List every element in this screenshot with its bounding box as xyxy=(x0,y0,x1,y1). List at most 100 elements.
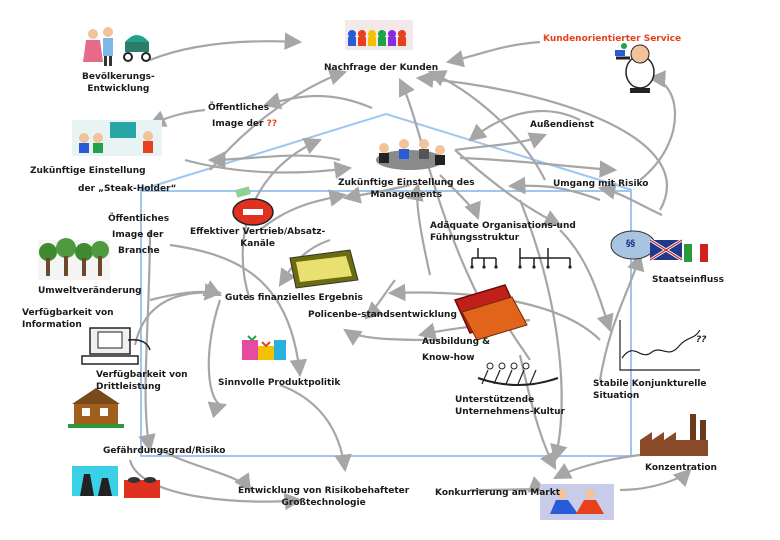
label-branche-line2: Image der xyxy=(112,230,164,240)
label-konzentration: Konzentration xyxy=(645,463,717,473)
label-finanzielles-ergebnis: Gutes finanzielles Ergebnis xyxy=(225,293,363,303)
label-kundenorientierter-service: Kundenorientierter Service xyxy=(543,34,682,44)
label-paragraph-sign: §§ xyxy=(626,239,635,249)
label-mgmt-line1: Zukünftige Einstellung des xyxy=(338,178,475,188)
pawns-icon xyxy=(345,20,413,50)
label-ausbildung-line1: Ausbildung & xyxy=(422,337,491,347)
label-oeffentliches-image-2: Image der ?? xyxy=(212,118,277,130)
power-plant-icon xyxy=(72,466,160,498)
label-ausbildung-line2: Know-how xyxy=(422,353,475,363)
label-steak-line2: der „Steak-Holder“ xyxy=(78,184,177,194)
label-produktpolitik: Sinnvolle Produktpolitik xyxy=(218,378,341,388)
arrow xyxy=(559,229,614,333)
family-icon xyxy=(83,27,151,66)
waiter-icon xyxy=(615,43,655,93)
label-konjunktur: Stabile Konjunkturelle Situation xyxy=(593,378,707,402)
label-image-question: ?? xyxy=(266,119,278,129)
label-vertrieb-line2: Kanäle xyxy=(240,239,275,249)
arrow xyxy=(468,110,581,142)
trees-icon xyxy=(38,238,110,280)
house-icon xyxy=(68,388,124,428)
label-organisations-struktur: Adäquate Organisations-und Führungsstruk… xyxy=(430,220,576,244)
arrow xyxy=(406,182,432,276)
arrow xyxy=(207,151,341,169)
org-chart-icon xyxy=(471,248,571,266)
arrow xyxy=(209,68,348,171)
label-kultur-line2: Unternehmens-Kultur xyxy=(455,407,565,417)
label-umgang-mit-risiko: Umgang mit Risiko xyxy=(553,179,649,189)
arrow xyxy=(138,229,156,453)
arrow xyxy=(259,189,348,231)
label-info-line2: Information xyxy=(22,320,82,330)
label-gefaehrdungsgrad: Gefährdungsgrad/Risiko xyxy=(103,446,226,456)
arrow xyxy=(518,199,568,463)
label-umweltveraenderung: Umweltveränderung xyxy=(38,286,142,296)
arrow xyxy=(445,40,541,68)
wrestlers-icon xyxy=(540,484,614,520)
trend-chart-icon xyxy=(619,320,701,371)
label-branche-line3: Branche xyxy=(118,246,160,256)
arrow xyxy=(507,176,601,202)
label-verfuegbarkeit-information: Verfügbarkeit von Information xyxy=(22,307,114,331)
flags-icon xyxy=(610,230,708,262)
label-konjunktur-line1: Stabile Konjunkturelle xyxy=(593,379,707,389)
arrow xyxy=(553,453,641,480)
meeting-table-icon xyxy=(376,139,445,170)
arrow xyxy=(454,132,548,152)
computer-icon xyxy=(81,327,151,365)
arrow xyxy=(133,283,223,346)
label-bevoelkerung-line1: Bevölkerungs- xyxy=(82,72,155,82)
label-unternehmenskultur: Unterstützende Unternehmens-Kultur xyxy=(455,394,565,418)
arrow xyxy=(597,182,663,217)
label-image-der-branche: Öffentliches Image der Branche xyxy=(108,213,169,257)
arrow xyxy=(439,174,481,221)
label-effektiver-vertrieb: Effektiver Vertrieb/Absatz- Kanäle xyxy=(190,226,325,250)
label-kultur-line1: Unterstützende xyxy=(455,395,535,405)
arrow xyxy=(459,156,618,178)
arrow xyxy=(454,149,562,226)
arrow xyxy=(169,243,308,378)
arrow xyxy=(343,328,441,346)
label-info-line1: Verfügbarkeit von xyxy=(22,308,114,318)
label-grosstech-line1: Entwicklung von Risikobehafteter xyxy=(238,486,410,496)
label-mgmt-line2: Managements xyxy=(370,190,443,200)
arrow xyxy=(207,299,228,419)
arrow xyxy=(128,459,303,511)
label-aussendienst: Außendienst xyxy=(530,120,595,130)
arrow xyxy=(184,158,353,179)
factory-icon xyxy=(640,414,708,456)
label-policenbestand: Policenbe-standsentwicklung xyxy=(308,310,457,320)
label-verfuegbarkeit-drittleistung: Verfügbarkeit von Drittleistung xyxy=(96,369,188,393)
label-zukuenftige-einstellung-management: Zukünftige Einstellung des Managements xyxy=(338,177,475,201)
label-zukuenftige-einstellung-steakholder: Zukünftige Einstellung der „Steak-Holder… xyxy=(30,165,176,195)
books-icon xyxy=(453,284,528,341)
label-konkurrierung: Konkurrierung am Markt xyxy=(435,488,561,498)
arrow xyxy=(279,383,352,473)
gifts-icon xyxy=(242,335,286,360)
label-nachfrage: Nachfrage der Kunden xyxy=(324,63,439,73)
label-org-line1: Adäquate Organisations-und xyxy=(430,221,576,231)
label-image-der: Image der xyxy=(212,119,267,129)
label-ausbildung: Ausbildung & Know-how xyxy=(422,336,490,364)
label-steak-line1: Zukünftige Einstellung xyxy=(30,166,146,176)
arrow xyxy=(262,92,373,110)
label-staatseinfluss: Staatseinfluss xyxy=(652,275,724,285)
label-branche-line1: Öffentliches xyxy=(108,214,170,224)
presentation-icon xyxy=(72,120,162,156)
label-bevoelkerung: Bevölkerungs- Entwicklung xyxy=(82,71,155,95)
label-grosstech-line2: Großtechnologie xyxy=(281,498,366,508)
label-bevoelkerung-line2: Entwicklung xyxy=(87,84,150,94)
arrow xyxy=(639,70,676,181)
label-dritt-line2: Drittleistung xyxy=(96,382,161,392)
label-question-marks: ?? xyxy=(696,335,707,345)
label-konjunktur-line2: Situation xyxy=(593,391,640,401)
label-dritt-line1: Verfügbarkeit von xyxy=(96,370,188,380)
arrow xyxy=(159,449,252,492)
arrow xyxy=(149,32,303,62)
rowing-icon xyxy=(477,362,559,386)
notebook-icon xyxy=(289,249,359,289)
label-oeffentliches-image-1: Öffentliches xyxy=(208,103,270,113)
label-grosstechnologie: Entwicklung von Risikobehafteter Großtec… xyxy=(238,485,409,509)
